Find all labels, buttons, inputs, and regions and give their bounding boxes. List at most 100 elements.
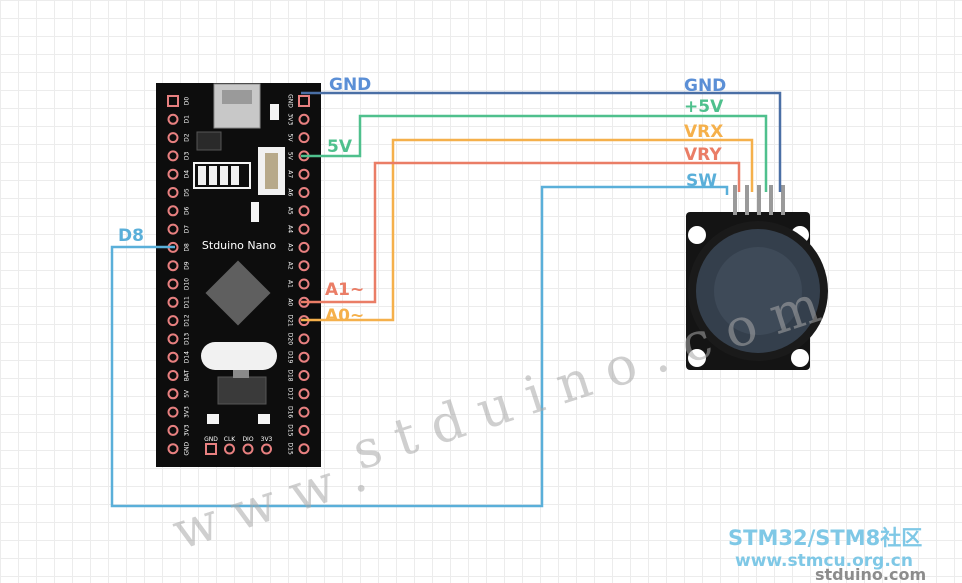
pin-label: D20 xyxy=(287,333,294,345)
pin-clk: CLK xyxy=(224,436,236,455)
pin-label: DIO xyxy=(242,436,253,443)
wire-5v xyxy=(301,114,768,192)
joystick-module xyxy=(686,185,828,370)
pin-label: D5 xyxy=(184,188,191,197)
pin-label: D3 xyxy=(184,151,191,160)
pin-a3: A3 xyxy=(287,241,310,253)
mount-hole xyxy=(688,226,706,244)
pin-label: D17 xyxy=(287,388,294,400)
pin-a7: A7 xyxy=(287,168,310,180)
pin-label: BAT xyxy=(184,369,191,381)
label-vrx-joystick: VRX xyxy=(684,122,723,142)
pin-d17: D17 xyxy=(287,388,310,400)
pin-a5: A5 xyxy=(287,205,310,217)
pin-label: 5V xyxy=(287,134,294,143)
label-sw-joystick: SW xyxy=(686,171,717,191)
pin-label: 3V3 xyxy=(184,424,191,436)
pin-label: D15 xyxy=(287,443,294,455)
pin-dio: DIO xyxy=(242,436,254,455)
bottom-regulator xyxy=(217,376,267,405)
pin-label: 3V3 xyxy=(261,436,273,443)
pin-label: D7 xyxy=(184,225,191,234)
label-a0-board: A0~ xyxy=(325,306,364,326)
pin-label: GND xyxy=(287,94,294,108)
pin-label: D11 xyxy=(184,296,191,308)
led-component xyxy=(270,104,279,120)
right-pin-header: GND3V35V5VA7A6A5A4A3A2A1A0D21D20D19D18D1… xyxy=(287,94,310,455)
pin-d19: D19 xyxy=(287,351,310,364)
pin-label: GND xyxy=(184,441,191,455)
pin-d2: D2 xyxy=(167,132,191,144)
pin-label: A0 xyxy=(287,298,294,306)
pin-d5: D5 xyxy=(167,187,191,198)
mount-hole xyxy=(791,349,809,367)
pin-label: D19 xyxy=(287,351,294,363)
pin-label: D8 xyxy=(184,243,191,252)
pin-d13: D13 xyxy=(167,333,191,345)
mcu-chip xyxy=(205,260,271,326)
pin-a1: A1 xyxy=(287,278,310,290)
label-d8-board: D8 xyxy=(118,226,144,246)
bottom-pin-header: GND CLK DIO 3V3 xyxy=(204,436,273,455)
mount-hole xyxy=(688,349,706,367)
smd-led-left xyxy=(207,414,219,424)
corner-brand-url: www.stmcu.org.cn xyxy=(735,551,913,571)
pin-gnd: GND xyxy=(167,441,191,456)
crystal-oscillator xyxy=(201,342,277,370)
pin-label: D4 xyxy=(184,170,191,179)
pin-label: D6 xyxy=(184,206,191,215)
smd-component xyxy=(251,202,259,222)
pin-label: 5V xyxy=(184,389,191,398)
pin-label: A5 xyxy=(287,207,294,215)
resistor-array xyxy=(193,162,251,189)
pin-label: A1 xyxy=(287,280,294,288)
regulator-chip xyxy=(196,131,222,151)
corner-brand-title: STM32/STM8社区 xyxy=(728,526,922,550)
stduino-nano-board: Stduino Nano D0D1D2D3D4D5D6D7D8D9D10D11D… xyxy=(156,83,321,467)
label-a1-board: A1~ xyxy=(325,280,364,300)
pin-d12: D12 xyxy=(167,314,191,327)
pin-label: D18 xyxy=(287,369,294,381)
wire-vrx xyxy=(301,138,754,322)
pin-label: D21 xyxy=(287,314,294,326)
label-gnd-joystick: GND xyxy=(684,76,726,96)
pin-d11: D11 xyxy=(167,296,191,308)
pin-label: D1 xyxy=(184,115,191,124)
pin-label: A7 xyxy=(287,170,294,178)
label-5v-board: 5V xyxy=(327,137,353,157)
pin-d15: D15 xyxy=(287,443,310,455)
pin-a6: A6 xyxy=(287,187,310,198)
pin-d6: D6 xyxy=(167,205,191,217)
pin-label: 3V3 xyxy=(287,113,294,125)
joystick-cap-top xyxy=(714,247,802,335)
pin-3v3: 3V3 xyxy=(261,436,273,455)
wire-gnd xyxy=(301,91,782,192)
pin-d18: D18 xyxy=(287,369,310,382)
pin-3v3: 3V3 xyxy=(287,113,310,125)
pin-d15: D15 xyxy=(287,424,310,437)
pin-label: GND xyxy=(204,436,218,443)
corner-brand-site: stduino.com xyxy=(815,565,926,583)
pin-label: D12 xyxy=(184,314,191,326)
wires xyxy=(110,91,782,508)
pin-d3: D3 xyxy=(167,150,191,162)
pin-label: A4 xyxy=(287,225,294,233)
pin-3v3: 3V3 xyxy=(167,424,191,436)
pin-d0: D0 xyxy=(167,95,191,107)
pin-gnd: GND xyxy=(287,94,310,108)
pin-d4: D4 xyxy=(167,168,191,180)
pin-3v3: 3V3 xyxy=(167,406,191,418)
pin-bat: BAT xyxy=(167,369,191,381)
pin-d9: D9 xyxy=(167,260,191,272)
pin-d10: D10 xyxy=(167,278,191,290)
joystick-header-pins xyxy=(733,185,785,215)
pin-label: D9 xyxy=(184,261,191,270)
pin-label: D16 xyxy=(287,406,294,418)
pin-5v: 5V xyxy=(167,388,191,400)
label-vry-joystick: VRY xyxy=(684,145,722,165)
pin-d16: D16 xyxy=(287,406,310,418)
pin-d1: D1 xyxy=(167,113,191,125)
pin-d14: D14 xyxy=(167,351,191,363)
